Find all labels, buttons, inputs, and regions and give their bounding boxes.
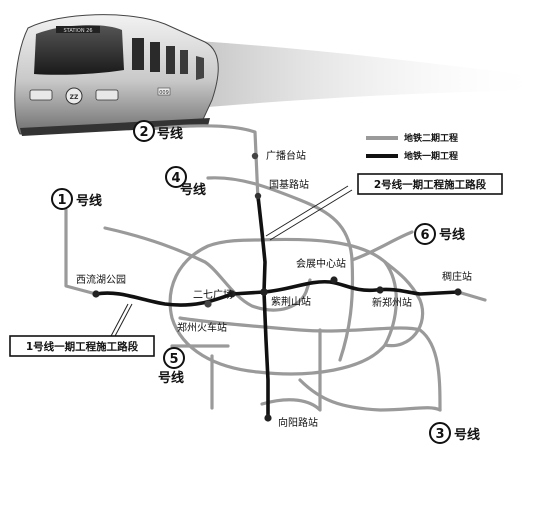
station-dots [92,152,462,422]
train-logo-icon [65,87,83,105]
line3 [178,316,442,412]
train-car-number-plate [157,87,171,96]
train-headlight-icon [95,89,119,101]
line1-east-extension [456,290,487,302]
phase2-network [64,124,487,412]
line-number-circle [51,188,73,210]
line3-south-branch [298,378,442,412]
legend: 地铁二期工程 地铁一期工程 [366,132,458,162]
train-side-window [132,38,144,70]
station-label-erqi: 二七广场 [193,288,233,301]
line-badge-1-label: 号线 [76,193,102,209]
station-label-xiliuhu: 西流湖公园 [76,273,126,286]
callout-line2-text: 2号线一期工程施工路段 [374,178,487,191]
line-badge-4-number: 4 [171,171,180,186]
line-badge-5-label: 号线 [158,370,184,386]
line-number-circle [165,166,187,188]
callout-leader-line1-a [109,303,129,339]
line-number-circle [414,223,436,245]
callout-line1-text: 1号线一期工程施工路段 [26,340,139,353]
train-headlight-icon [29,89,53,101]
station-dot-zijingshan [260,288,268,296]
line-badge-4-label: 号线 [180,182,206,198]
line5-loop [168,237,398,376]
train-destination-sign [56,26,100,33]
station-dot-guojilu [254,192,262,200]
station-label-huizhan: 会展中心站 [296,257,346,270]
line-badge-2-label: 号线 [157,126,183,142]
line-badge-2-number: 2 [139,125,148,140]
station-label-guojilu: 国基路站 [269,178,309,191]
callout-leader-line1-b [113,303,133,339]
line4-south [260,328,322,412]
callout-leader-line2-a [265,185,349,237]
callout-box [9,335,155,357]
line-number-circle [133,120,155,142]
station-dot-huizhan [330,276,338,284]
train-side-window [166,46,175,74]
line3-east-loop [383,260,425,348]
line4 [206,176,355,362]
line6-east [350,230,414,262]
line6 [103,226,312,312]
line-badge-4: 4 号线 [165,166,206,198]
line-badge-6: 6 号线 [414,223,465,245]
callout-leader-line2-b [269,189,353,241]
callout-leaders [109,185,353,339]
line-badge-3-number: 3 [435,427,444,442]
line-badge-3: 3 号线 [429,422,480,444]
line1-west-extension [64,208,98,296]
station-label-shenzhuang: 稠庄站 [442,270,472,283]
station-dot-xiliuhu [92,290,100,298]
train-destination-text: STATION 26 [63,28,92,34]
station-dot-zhengzhouhuoche [204,300,212,308]
train-car-number: 009 [159,90,169,96]
station-labels: 广播台站 国基路站 会展中心站 稠庄站 新郑州站 紫荆山站 二七广场 郑州火车站… [76,149,472,429]
line-number-circle [163,347,185,369]
station-label-xiangyanglu: 向阳路站 [278,416,318,429]
station-dot-shenzhuang [454,288,462,296]
station-label-zijingshan: 紫荆山站 [271,295,311,308]
line-badge-2: 2 号线 [133,120,183,142]
line-badge-5: 5 号线 [158,347,185,386]
callout-box [357,173,503,195]
train-tail [150,38,548,112]
station-label-zhengzhouhuoche: 郑州火车站 [177,321,227,334]
line-badge-1-number: 1 [57,193,66,208]
station-label-guangbotai: 广播台站 [266,149,306,162]
train-illustration: STATION 26 ZZ 009 [14,14,548,136]
train-windshield [34,25,124,75]
line-badge-5-number: 5 [169,352,178,367]
line-number-circle [429,422,451,444]
line-badge-1: 1 号线 [51,188,102,210]
train-side-window [196,56,204,80]
train-skirt [20,118,210,136]
station-dot-xiangyanglu [264,414,272,422]
train-logo-text: ZZ [70,94,79,101]
callout-line1-construction: 1号线一期工程施工路段 [9,335,155,357]
train-side-window [150,42,160,72]
station-dot-erqi [228,290,236,298]
legend-label-phase2: 地铁二期工程 [404,132,458,144]
legend-label-phase1: 地铁一期工程 [404,150,458,162]
station-dot-xinzhengzhou [376,286,384,294]
line-badge-3-label: 号线 [454,427,480,443]
station-dot-guangbotai [251,152,259,160]
line-badge-6-label: 号线 [439,227,465,243]
callout-line2-construction: 2号线一期工程施工路段 [357,173,503,195]
station-label-xinzhengzhou: 新郑州站 [372,296,412,309]
line-badge-6-number: 6 [420,228,429,243]
train-side-window [180,50,188,74]
